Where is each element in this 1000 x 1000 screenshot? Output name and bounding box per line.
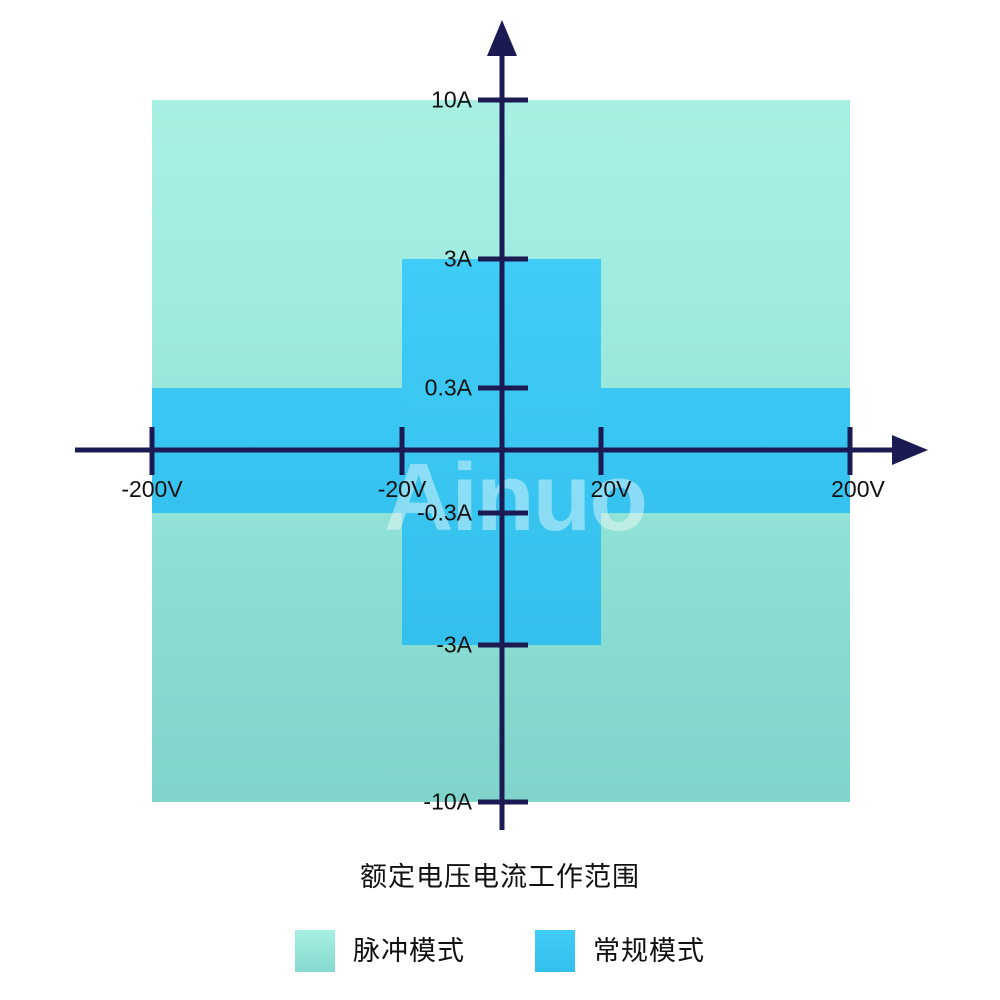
x-tick-label-minus-20V: -20V	[377, 476, 427, 502]
plot-area: Ainuo	[75, 20, 928, 830]
up-arrow-icon	[487, 20, 517, 56]
chart-legend: 脉冲模式 常规模式	[0, 930, 1000, 972]
axes-group	[75, 20, 928, 830]
y-tick-label-0.3A: 0.3A	[424, 374, 472, 401]
chart-title: 额定电压电流工作范围	[360, 862, 640, 892]
x-tick-label-minus-200V: -200V	[121, 476, 183, 502]
y-tick-label-3A: 3A	[443, 245, 472, 272]
y-tick-label-minus-0.3A: -0.3A	[417, 499, 472, 526]
legend-swatch-pulse-mode	[295, 930, 335, 972]
x-axis	[75, 435, 928, 465]
y-tick-label-minus-10A: -10A	[423, 788, 472, 815]
legend-label-normal-mode: 常规模式	[593, 935, 705, 966]
legend-label-pulse-mode: 脉冲模式	[353, 935, 465, 966]
legend-swatch-normal-mode	[535, 930, 575, 972]
y-axis	[487, 20, 517, 830]
x-tick-marks	[149, 427, 853, 475]
legend-item-pulse-mode: 脉冲模式	[295, 930, 465, 972]
right-arrow-icon	[892, 435, 928, 465]
y-tick-marks	[478, 97, 528, 805]
x-tick-label-200V: 200V	[831, 476, 885, 502]
y-tick-label-10A: 10A	[431, 86, 472, 113]
legend-item-normal-mode: 常规模式	[535, 930, 705, 972]
x-tick-label-20V: 20V	[590, 476, 632, 502]
y-tick-label-minus-3A: -3A	[436, 631, 472, 658]
